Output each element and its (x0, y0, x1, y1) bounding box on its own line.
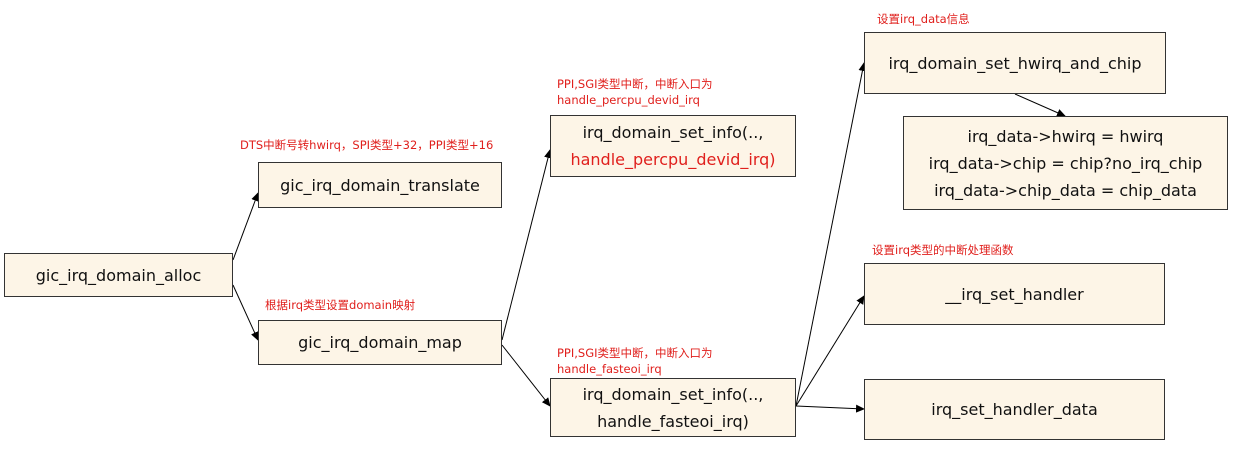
node-label-line2: handle_fasteoi_irq) (597, 411, 749, 431)
arrow-alloc-to-translate (232, 192, 259, 261)
node-irq-set-handler: __irq_set_handler (864, 263, 1165, 325)
note-fasteoi-line1: PPI,SGI类型中断，中断入口为 (557, 346, 713, 360)
node-label-line3: irq_data->chip_data = chip_data (934, 180, 1197, 200)
node-label: irq_set_handler_data (931, 400, 1098, 419)
arrow-alloc-to-map (232, 284, 259, 341)
node-label: gic_irq_domain_map (298, 333, 462, 352)
note-translate: DTS中断号转hwirq，SPI类型+32，PPI类型+16 (240, 138, 494, 152)
node-gic-irq-domain-alloc: gic_irq_domain_alloc (4, 253, 233, 297)
note-handler: 设置irq类型的中断处理函数 (872, 243, 1014, 257)
node-label-line2: handle_percpu_devid_irq) (570, 150, 776, 169)
node-irq-domain-set-info-fasteoi: irq_domain_set_info(.., handle_fasteoi_i… (550, 378, 796, 437)
note-fasteoi: PPI,SGI类型中断，中断入口为 handle_fasteoi_irq (557, 345, 713, 377)
node-irq-set-handler-data: irq_set_handler_data (864, 379, 1165, 440)
node-label-line1: irq_data->hwirq = hwirq (967, 126, 1164, 146)
note-hwirq-chip: 设置irq_data信息 (877, 12, 970, 26)
node-label: gic_irq_domain_alloc (35, 265, 202, 285)
node-irq-data-fields: irq_data->hwirq = hwirq irq_data->chip =… (903, 116, 1228, 210)
node-label: gic_irq_domain_translate (280, 175, 480, 195)
note-percpu-line2: handle_percpu_devid_irq (557, 93, 700, 107)
arrow-map-to-fasteoi (501, 344, 551, 407)
note-map: 根据irq类型设置domain映射 (265, 298, 416, 312)
node-label-line1: irq_domain_set_info(.., (582, 123, 764, 142)
node-gic-irq-domain-translate: gic_irq_domain_translate (258, 162, 502, 208)
note-percpu: PPI,SGI类型中断，中断入口为 handle_percpu_devid_ir… (557, 76, 713, 108)
note-fasteoi-line2: handle_fasteoi_irq (557, 362, 662, 376)
node-gic-irq-domain-map: gic_irq_domain_map (258, 320, 502, 365)
node-label: irq_domain_set_hwirq_and_chip (888, 53, 1142, 73)
arrow-fasteoi-to-set-handler (795, 295, 865, 407)
arrow-fasteoi-to-handler-data (795, 404, 865, 413)
node-label-line1: irq_domain_set_info(.., (582, 384, 764, 404)
arrow-hwirq-chip-to-fields (1014, 93, 1066, 117)
node-label: __irq_set_handler (945, 284, 1084, 304)
arrow-map-to-percpu (501, 149, 552, 341)
arrow-fasteoi-to-hwirq-chip (795, 62, 867, 407)
node-label-line2: irq_data->chip = chip?no_irq_chip (928, 153, 1203, 173)
note-percpu-line1: PPI,SGI类型中断，中断入口为 (557, 77, 713, 91)
node-irq-domain-set-info-percpu: irq_domain_set_info(.., handle_percpu_de… (550, 115, 796, 177)
node-irq-domain-set-hwirq-and-chip: irq_domain_set_hwirq_and_chip (864, 32, 1166, 94)
